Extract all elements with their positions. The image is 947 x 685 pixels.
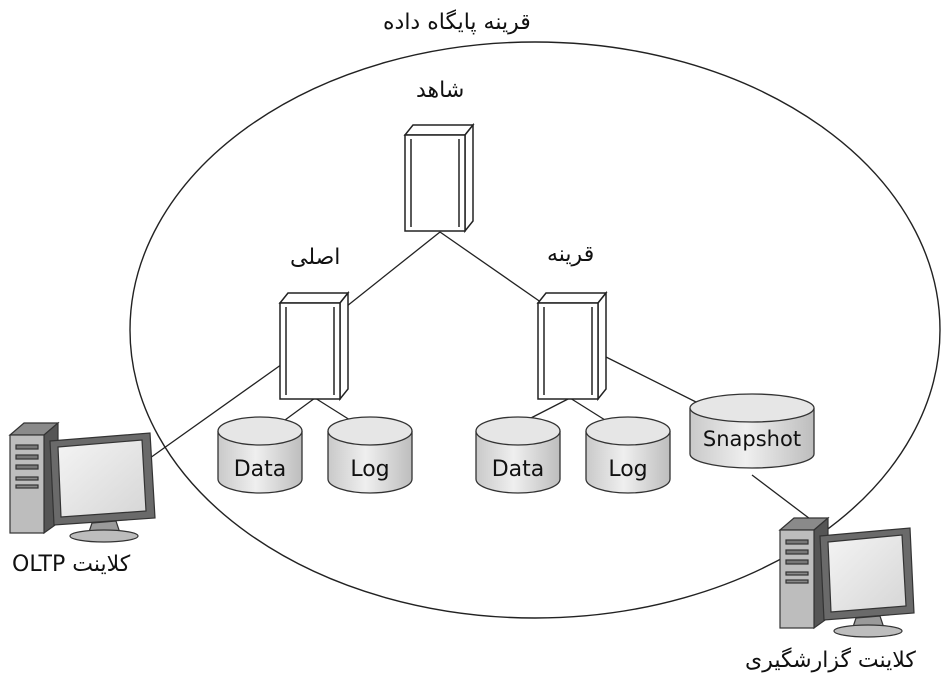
mirror-data-disk-icon [475,416,561,494]
principal-data-label: Data [234,457,287,482]
principal-log-label: Log [350,457,389,482]
link-principal-data [284,397,316,421]
principal-server-icon [278,290,350,402]
mirror-log-disk-icon [585,416,671,494]
link-mirror-snapshot [601,354,709,409]
link-mirror-data [526,397,571,421]
principal-log-disk-icon [327,416,413,494]
witness-server-icon [403,122,475,234]
snapshot-disk-icon [689,393,815,469]
oltp-client-label: کلاینت OLTP [12,552,131,577]
link-witness-principal [341,231,441,311]
witness-label: شاهد [416,78,465,103]
mirror-data-label: Data [492,457,545,482]
principal-label: اصلی [290,245,341,270]
diagram-title: قرینه پایگاه داده [383,10,531,35]
mirror-boundary-ellipse [129,41,941,619]
snapshot-label: Snapshot [703,427,801,451]
link-mirror-log [569,397,606,421]
reporting-client-computer-icon [778,516,915,638]
link-witness-mirror [439,231,546,306]
link-principal-log [314,397,351,421]
link-principal-oltp [149,361,286,459]
reporting-client-label: کلاینت گزارشگیری [745,648,916,673]
mirror-label: قرینه [547,242,595,267]
principal-data-disk-icon [217,416,303,494]
oltp-client-computer-icon [8,421,156,543]
mirror-log-label: Log [608,457,647,482]
mirror-server-icon [536,290,608,402]
